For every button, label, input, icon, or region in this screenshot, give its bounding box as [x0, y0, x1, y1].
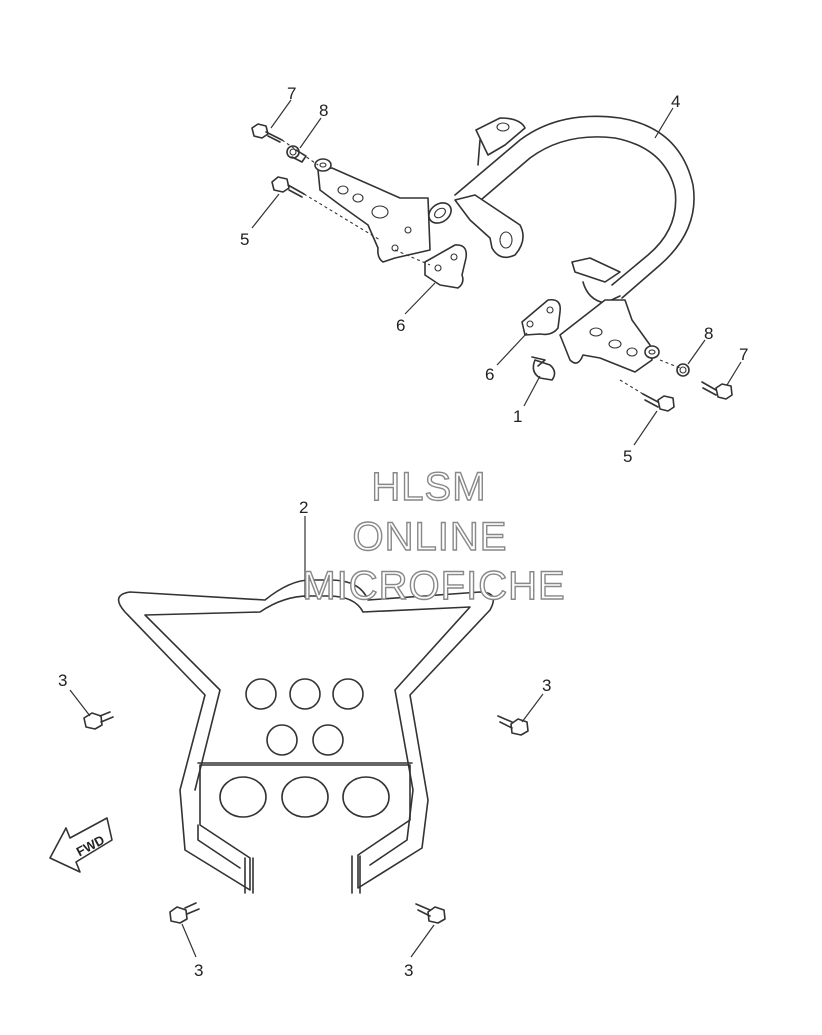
- callout-3-bottom-left: 3: [194, 961, 203, 980]
- left-mount-plate-part-6: [424, 244, 468, 289]
- callout-8-right: 8: [704, 324, 713, 343]
- alignment-lines-upper: [281, 139, 681, 395]
- callout-5-right: 5: [623, 447, 632, 466]
- watermark-line-1: HLSM: [371, 465, 486, 509]
- watermark-line-2: ONLINE: [353, 515, 508, 559]
- callout-2: 2: [299, 498, 308, 517]
- right-stay-plate: [559, 299, 660, 373]
- bolt-part-3-right: [497, 715, 529, 736]
- bolt-part-5-top: [271, 176, 305, 198]
- clamp-part-1: [531, 356, 556, 381]
- callout-1: 1: [513, 407, 522, 426]
- callout-3-right: 3: [542, 676, 551, 695]
- left-stay-plate: [314, 158, 431, 263]
- bolt-part-3-left: [83, 711, 114, 730]
- collar-part-8-top: [286, 145, 307, 163]
- callout-numbers: 7 8 4 5 6 8 7 6 1 5 2 3 3 3 3: [58, 84, 748, 980]
- bolt-part-7-right: [701, 381, 733, 400]
- watermark: HLSM ONLINE MICROFICHE: [302, 464, 566, 608]
- callout-4: 4: [671, 92, 680, 111]
- callout-6-left: 6: [396, 316, 405, 335]
- callout-3-bottom-right: 3: [404, 961, 413, 980]
- bolt-part-3-bottom-right: [415, 903, 446, 924]
- grab-bar-part-4: [428, 115, 695, 304]
- callout-7-top: 7: [287, 84, 296, 103]
- callout-6-right: 6: [485, 365, 494, 384]
- callout-5-top: 5: [240, 230, 249, 249]
- callout-7-right: 7: [739, 345, 748, 364]
- leader-lines: [69, 99, 742, 958]
- fwd-arrow-icon: FWD: [49, 817, 113, 873]
- bolt-part-3-bottom-left: [169, 902, 200, 924]
- bolt-part-7-top: [251, 123, 283, 143]
- callout-3-left: 3: [58, 671, 67, 690]
- front-bumper-part-2: [117, 579, 495, 894]
- watermark-line-3: MICROFICHE: [302, 564, 565, 608]
- callout-8-top: 8: [319, 101, 328, 120]
- collar-part-8-right: [676, 363, 690, 377]
- right-mount-plate-part-6: [521, 298, 562, 336]
- bolt-part-5-right: [642, 393, 675, 412]
